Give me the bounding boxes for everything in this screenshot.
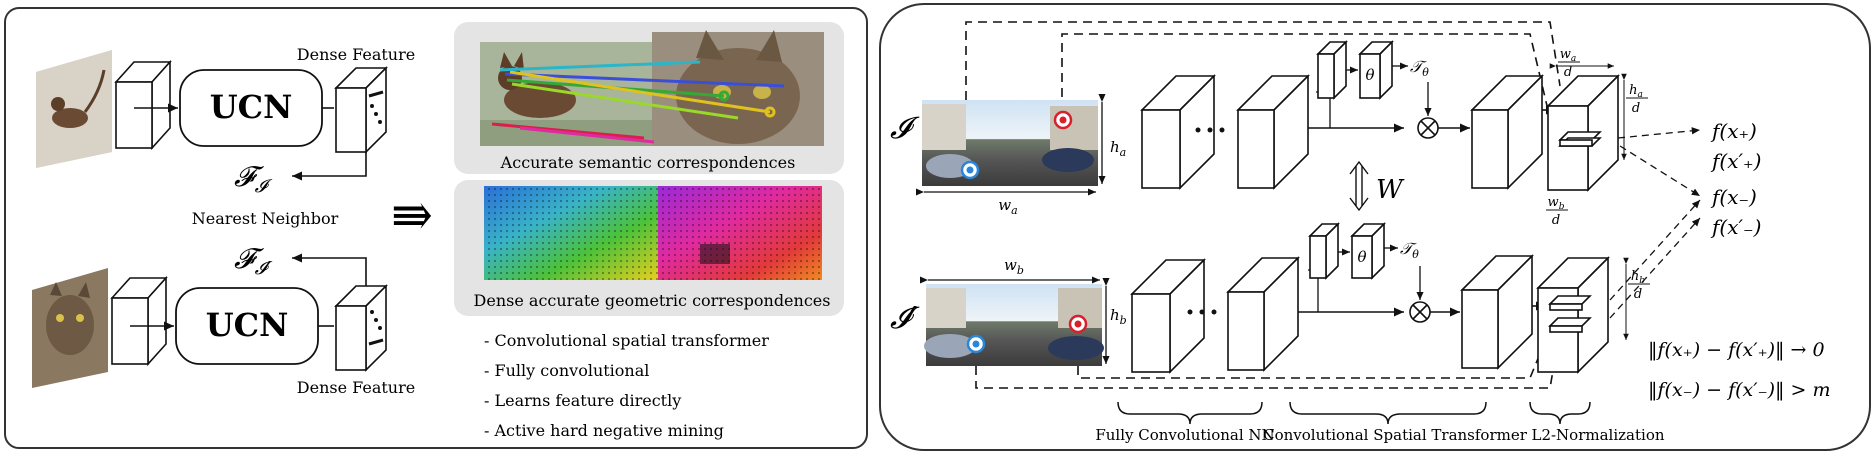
output-f-xprime-plus: f(x′₊) <box>1710 149 1761 173</box>
bullet-4: - Active hard negative mining <box>484 421 724 440</box>
geometric-image-b <box>658 186 822 280</box>
wb-label: wb <box>1004 256 1024 277</box>
st-block-top-2 <box>1358 40 1394 100</box>
bullet-2: - Fully convolutional <box>484 361 649 380</box>
cat-photo-top <box>36 50 112 168</box>
geometric-caption: Dense accurate geometric correspondences <box>474 291 831 310</box>
fcnn-ellipsis-top <box>1195 127 1225 133</box>
st-block-bottom-2 <box>1350 222 1386 280</box>
loss-negative: ‖f(x₋) − f(x′₋)‖ > m <box>1648 379 1831 401</box>
frac-wa-d: wa d <box>1558 47 1580 80</box>
theta-top: θ <box>1365 66 1374 84</box>
input-block-top <box>114 59 172 151</box>
shared-weights-label: W <box>1376 175 1405 205</box>
output-f-xminus: f(x₋) <box>1710 185 1757 209</box>
theta-bottom: θ <box>1357 248 1366 266</box>
svg-text:d: d <box>1564 65 1572 80</box>
st-block-bottom-1 <box>1308 222 1340 280</box>
otimes-top <box>1417 117 1439 139</box>
dense-feature-block-top <box>334 66 388 154</box>
loss-positive: ‖f(x₊) − f(x′₊)‖ → 0 <box>1648 339 1825 361</box>
nearest-neighbor-label: Nearest Neighbor <box>192 209 339 228</box>
ha-label: ha <box>1110 138 1126 159</box>
fcnn-block-top-2 <box>1236 74 1310 190</box>
output-f-xplus: f(x₊) <box>1710 119 1757 143</box>
label-fcnn: Fully Convolutional NN <box>1095 426 1274 444</box>
correspondence-lines <box>491 60 785 144</box>
ucn-label-bottom: UCN <box>206 306 289 344</box>
dense-feature-label-bottom: Dense Feature <box>297 378 415 397</box>
post-st-block-top <box>1470 74 1544 190</box>
hb-label: hb <box>1110 306 1127 327</box>
semantic-image-b <box>652 30 824 146</box>
output-f-xprime-minus: f(x′₋) <box>1710 215 1761 239</box>
brace-l2 <box>1529 401 1591 425</box>
geometric-image-a <box>484 186 658 280</box>
fcnn-block-bottom-2 <box>1226 256 1300 372</box>
ucn-label-top: UCN <box>210 88 293 126</box>
street-image-b <box>924 284 1104 366</box>
dashed-skip-bottom <box>975 329 1561 389</box>
semantic-image-a <box>480 42 652 146</box>
fcnn-block-bottom-1 <box>1130 258 1206 374</box>
cat-photo-bottom <box>32 268 108 388</box>
semantic-caption: Accurate semantic correspondences <box>500 153 796 172</box>
dense-feature-block-bottom <box>334 284 388 372</box>
label-l2: L2-Normalization <box>1531 426 1664 444</box>
bullet-3: - Learns feature directly <box>484 391 681 410</box>
dashed-skip-top <box>965 21 1561 112</box>
l2-block-top <box>1546 74 1620 192</box>
street-image-a <box>922 100 1098 186</box>
svg-text:d: d <box>1634 287 1642 302</box>
st-block-top-1 <box>1316 40 1348 100</box>
l2-block-bottom <box>1536 256 1610 374</box>
post-st-block-bottom <box>1460 254 1534 370</box>
implies-arrow: ⇛ <box>391 186 433 244</box>
svg-text:wb: wb <box>1548 195 1565 212</box>
label-cst: Convolutional Spatial Transformer <box>1263 426 1528 444</box>
svg-text:ha: ha <box>1629 83 1643 100</box>
bullet-1: - Convolutional spatial transformer <box>484 331 769 350</box>
fcnn-ellipsis-bottom <box>1187 309 1217 315</box>
dense-feature-label-top: Dense Feature <box>297 45 415 64</box>
wa-label: wa <box>998 196 1017 217</box>
svg-text:hb: hb <box>1631 269 1645 286</box>
shared-weights-arrow <box>1349 160 1369 212</box>
svg-text:d: d <box>1552 213 1560 228</box>
frac-ha-d: ha d <box>1626 83 1648 116</box>
frac-wb-d: wb d <box>1546 195 1568 228</box>
image-label-b: 𝓘′ <box>890 301 920 336</box>
svg-text:d: d <box>1632 101 1640 116</box>
brace-cst <box>1289 401 1487 425</box>
brace-fcnn <box>1117 401 1263 425</box>
f-i-bottom: 𝓕𝓘′ <box>234 242 273 279</box>
otimes-bottom <box>1409 301 1431 323</box>
output-arrows <box>1609 127 1701 319</box>
svg-text:wa: wa <box>1560 47 1577 64</box>
input-block-bottom <box>110 275 168 367</box>
frac-hb-d: hb d <box>1628 269 1650 302</box>
